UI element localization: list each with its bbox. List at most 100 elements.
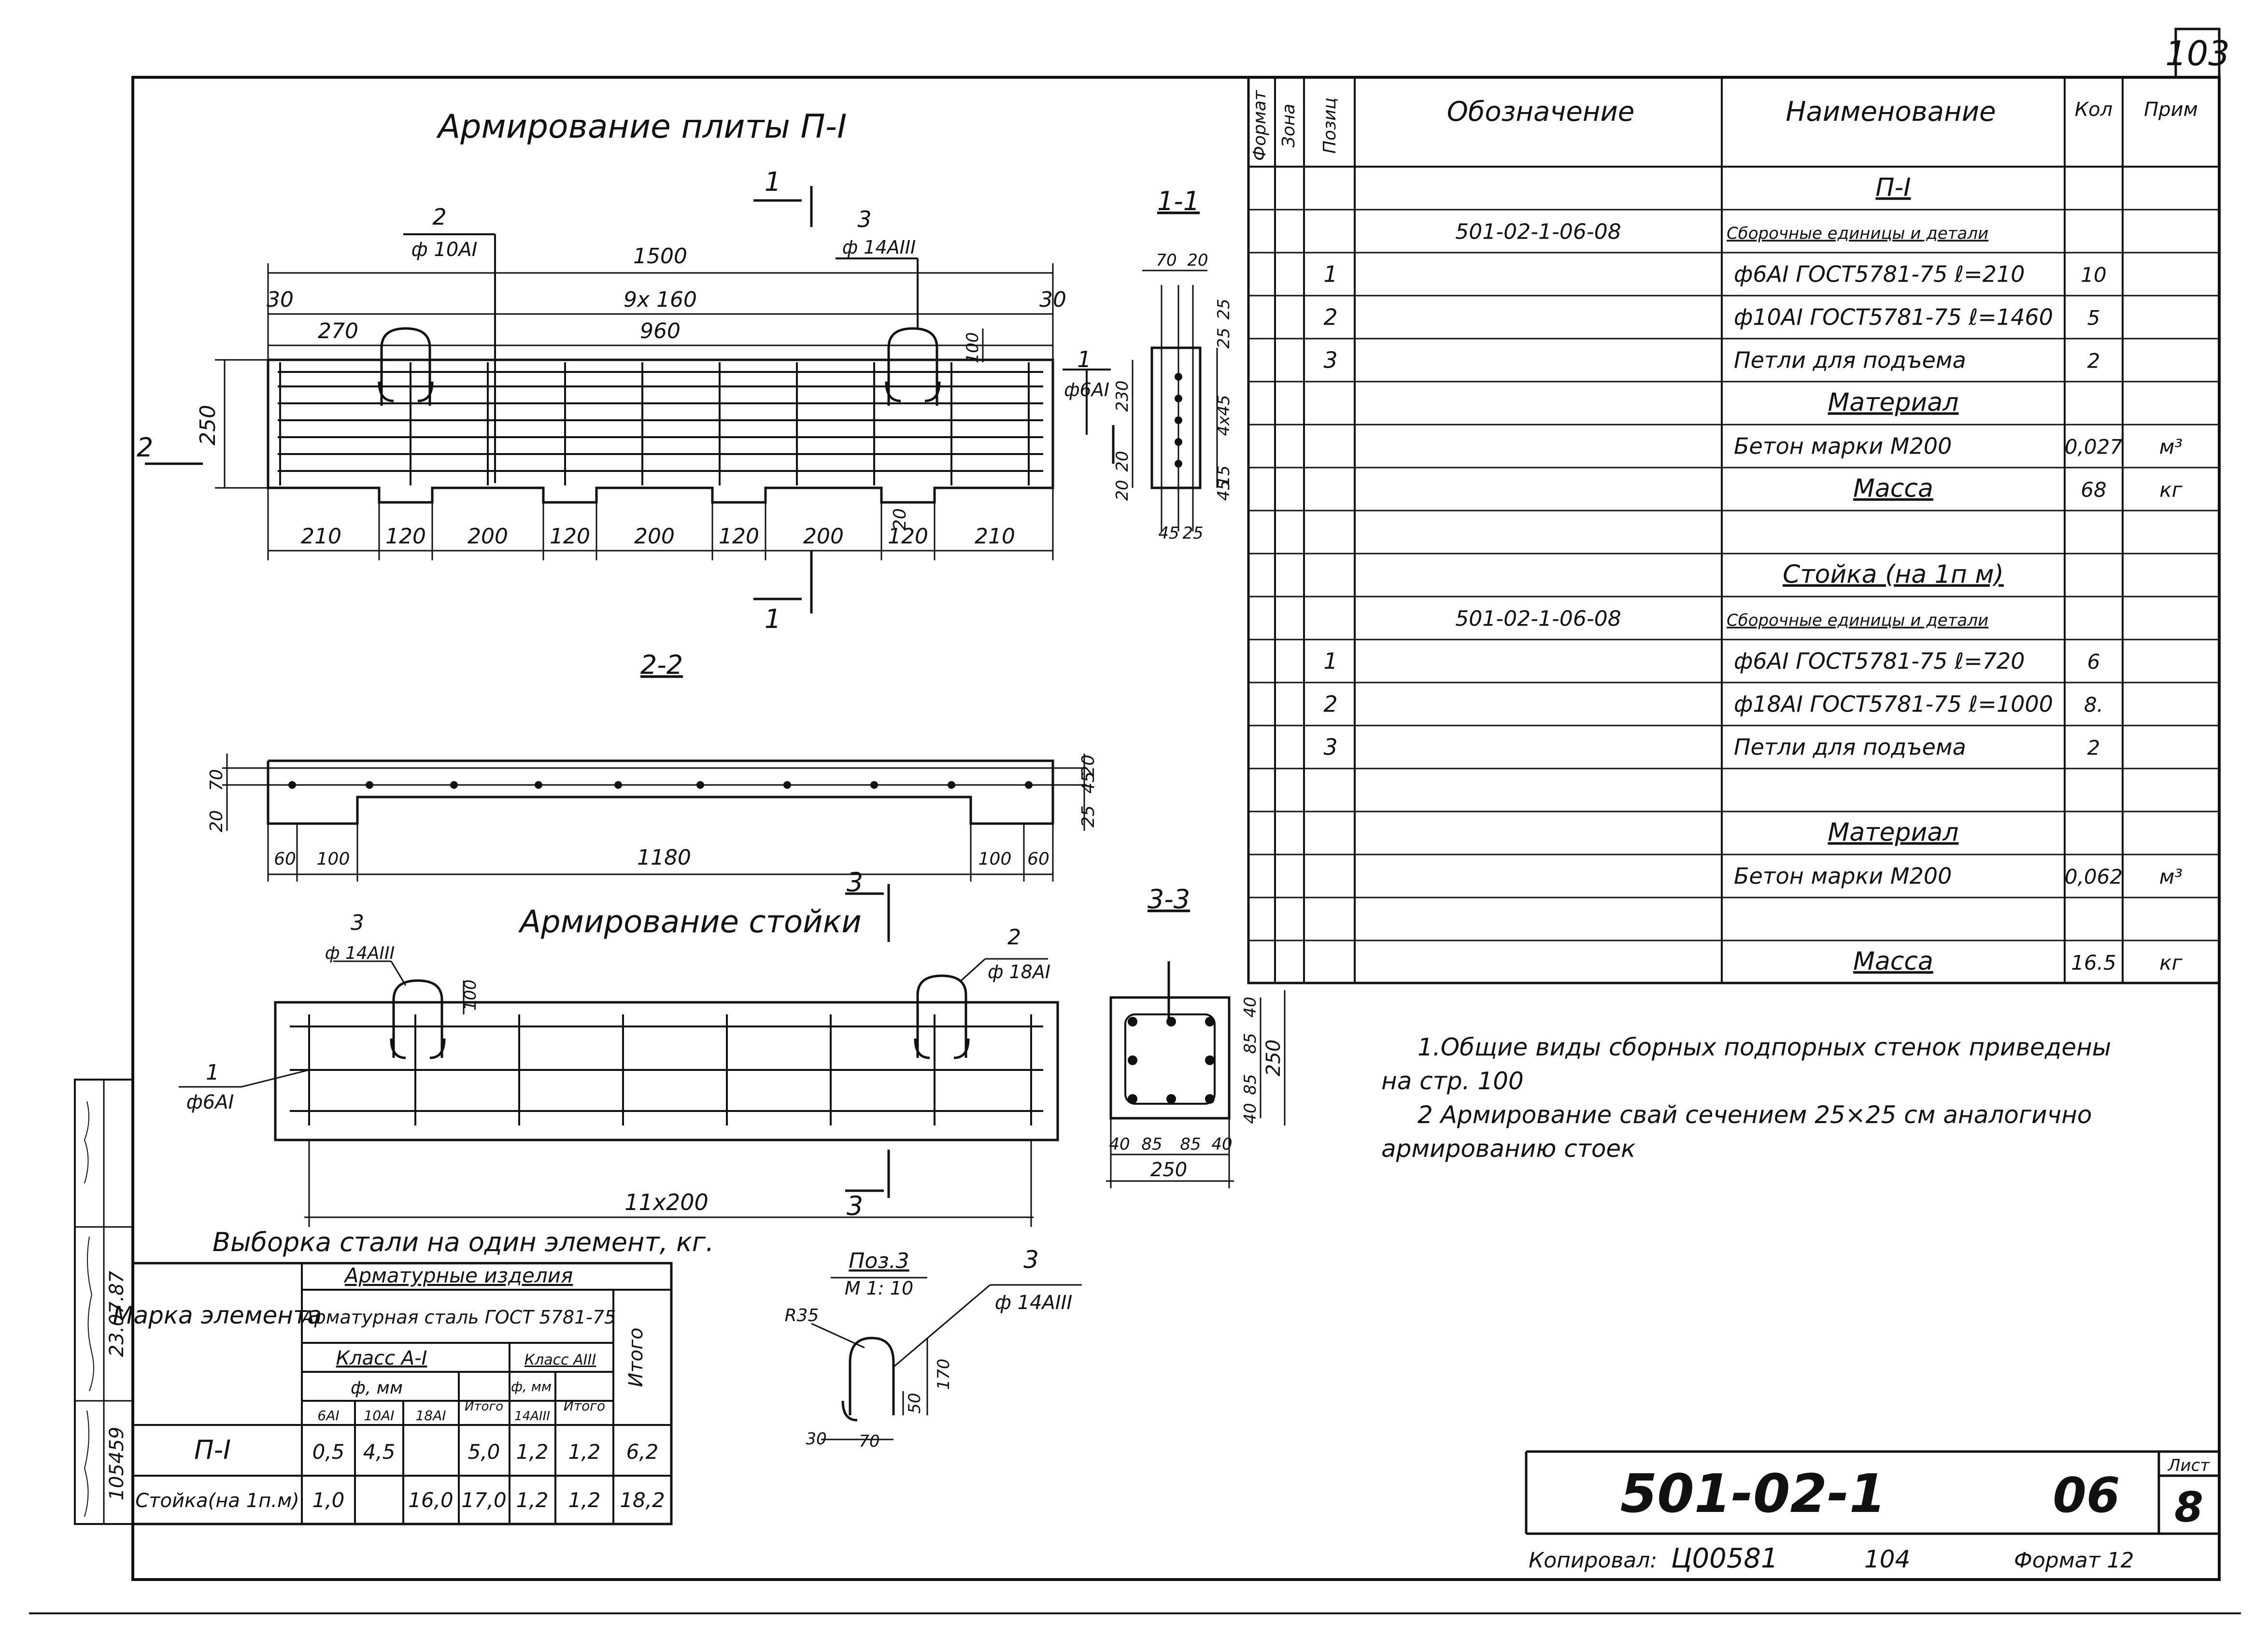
spec-cell-qty: 8. (2084, 693, 2103, 717)
sec22-dim-8: 100 (978, 849, 1012, 869)
spec-cell-name: ф6AI ГОСТ5781-75 ℓ=720 (1734, 648, 2025, 674)
slab-leader2-spec: ф 10AI (411, 239, 478, 261)
section22-title: 2-2 (640, 650, 683, 680)
title-sheet-number: 8 (2174, 1483, 2203, 1532)
stamp-inventory: 105459 (106, 1427, 128, 1501)
post-leader1-num: 1 (206, 1060, 219, 1085)
spec-cell-pos: 3 (1323, 347, 1337, 373)
section-1-1: 1-1 70 20 25 230 4x45 20 45 25 20 (1113, 186, 1233, 543)
steel-cell: 16,0 (408, 1488, 454, 1512)
general-notes: 1.Общие виды сборных подпорных стенок пр… (1381, 1033, 2111, 1163)
spec-cell-name: Бетон марки М200 (1734, 863, 1952, 889)
slab-leader1-spec: ф6AI (1064, 379, 1109, 400)
dim-height: 250 (196, 405, 220, 445)
spec-cell-note: кг (2159, 951, 2183, 975)
steel-cell: 1,2 (516, 1488, 549, 1512)
spec-cell-name: Масса (1853, 474, 1933, 503)
steel-row-mark: П-I (194, 1435, 231, 1465)
spec-cell-pos: 3 (1323, 734, 1337, 760)
pos3-radius: R35 (785, 1306, 819, 1325)
spec-cell-pos: 2 (1323, 304, 1337, 330)
post-leader2-spec: ф 18AI (988, 961, 1050, 983)
spec-cell-name: Стойка (на 1п м) (1783, 560, 2004, 589)
steel-cell: 1,0 (312, 1488, 345, 1512)
spec-h-zone: Зона (1279, 104, 1299, 148)
spec-h-qty: Кол (2075, 99, 2112, 121)
steel-cell: 0,5 (312, 1440, 345, 1464)
spec-cell-qty: 16.5 (2071, 951, 2116, 975)
steel-cell: 18,2 (620, 1488, 665, 1512)
sec33-v-1: 85 (1241, 1033, 1260, 1054)
steel-cell: 4,5 (363, 1440, 396, 1464)
footer-format: Формат 12 (2014, 1548, 2134, 1573)
sec33-h-3: 40 (1211, 1135, 1232, 1154)
title-code: 501-02-1 (1620, 1463, 1886, 1524)
sec33-h-0: 40 (1109, 1135, 1130, 1154)
sec11-dim-5: 20 (1113, 451, 1132, 471)
pos3-dim-3: 70 (859, 1432, 879, 1451)
sec11-dim-3: 230 (1113, 381, 1132, 412)
page-number: 103 (2165, 34, 2230, 73)
footer-page: 104 (1864, 1545, 1910, 1573)
slab-title: Армирование плиты П-I (436, 108, 847, 146)
spec-cell-name: Материал (1828, 388, 1959, 417)
post-leader3-spec: ф 14AIII (325, 943, 395, 963)
footer-copied: Копировал: (1529, 1548, 1657, 1573)
slab-drawing: Армирование плиты П-I (137, 108, 1115, 634)
side-stamp: 105459 23.07.87 (74, 1079, 134, 1525)
spec-cell-name: Петли для подъема (1734, 347, 1966, 373)
section11-title: 1-1 (1157, 186, 1200, 216)
spec-cell-name: Масса (1853, 947, 1933, 976)
spec-cell-pos: 1 (1323, 648, 1337, 674)
pos3-dim-1: 50 (905, 1393, 924, 1413)
pos3-scale: М 1: 10 (845, 1278, 913, 1299)
spec-h-pos: Позиц (1320, 98, 1340, 154)
note-line-1: на стр. 100 (1381, 1067, 1524, 1095)
sec33-v-4: 250 (1262, 1040, 1285, 1076)
sec33-v-3: 40 (1241, 1103, 1260, 1124)
spec-h-name: Наименование (1786, 96, 1996, 128)
title-issue: 06 (2053, 1467, 2120, 1524)
sec22-dim-2: 20 (1078, 755, 1098, 777)
dim-inner: 960 (640, 319, 680, 343)
steel-h-mark: Марка элемента (113, 1301, 322, 1329)
steel-cell: 6,2 (626, 1440, 659, 1464)
dim-first-offset: 270 (318, 319, 358, 343)
post-drawing: Армирование стойки 3 3 (179, 867, 1059, 1227)
steel-col-0: 6AI (317, 1408, 339, 1424)
spec-cell-name: Петли для подъема (1734, 734, 1966, 760)
spec-cell-qty: 10 (2081, 263, 2106, 287)
note-line-3: армированию стоек (1381, 1135, 1635, 1163)
sec11-dim-1: 20 (1187, 251, 1208, 270)
post-length: 11x200 (624, 1189, 709, 1215)
sec11-dim-2: 25 (1214, 328, 1233, 348)
post-cut-mark: 3 (847, 867, 863, 897)
steel-cell: 1,2 (568, 1488, 601, 1512)
spec-cell-name: ф18AI ГОСТ5781-75 ℓ=1000 (1734, 691, 2053, 717)
sec11-dim-11: 25 (1214, 299, 1233, 319)
dim-notch-height: 20 (890, 508, 910, 530)
steel-col-3: 14AIII (514, 1409, 550, 1424)
dim-bottom-2: 200 (468, 524, 508, 549)
sec22-dim-0: 20 (207, 810, 227, 832)
steel-cell: 1,2 (516, 1440, 549, 1464)
dim-overall: 1500 (633, 244, 687, 269)
sec11-dim-4: 4x45 (1214, 395, 1233, 436)
dim-bottom-3: 120 (550, 524, 590, 549)
post-leader2-num: 2 (1007, 925, 1021, 950)
steel-cell: 1,2 (568, 1440, 601, 1464)
footer-order: Ц00581 (1671, 1543, 1778, 1574)
sec33-h-1: 85 (1141, 1135, 1162, 1154)
slab-leader3-num: 3 (857, 206, 871, 232)
dim-bottom-1: 120 (385, 524, 426, 549)
cut-mark-2: 2 (137, 432, 153, 463)
spec-cell-qty: 6 (2087, 650, 2100, 674)
spec-cell-qty: 5 (2087, 306, 2100, 330)
pos3-title: Поз.3 (849, 1249, 909, 1273)
dim-bottom-7: 120 (888, 524, 928, 549)
spec-cell-name: ф6AI ГОСТ5781-75 ℓ=210 (1734, 261, 2025, 287)
dim-bottom-8: 210 (975, 524, 1015, 549)
spec-cell-designation: 501-02-1-06-08 (1455, 607, 1621, 631)
